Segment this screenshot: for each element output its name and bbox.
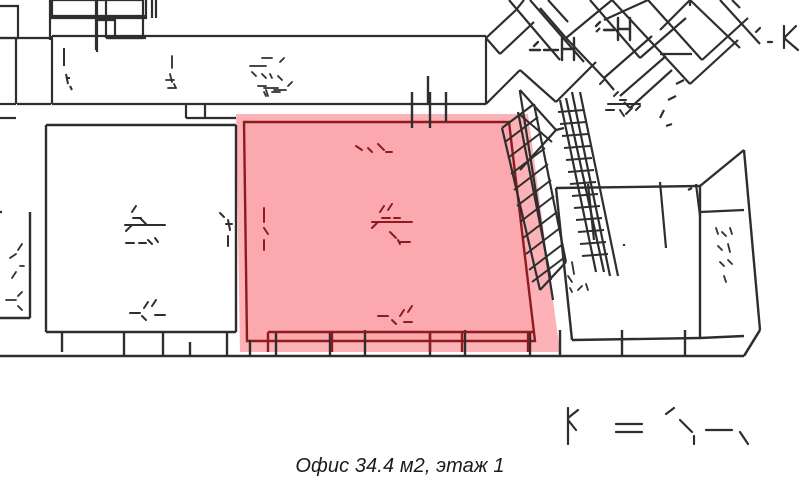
stair-label-fragments	[599, 79, 641, 117]
corridor-label-fragments	[165, 55, 285, 97]
letter-h-fragments-right	[594, 16, 632, 42]
upper-right-rooms	[539, 0, 761, 246]
upper-right-angled-block	[485, 0, 597, 105]
right-corridor-label-fragments	[257, 81, 293, 97]
letter-k-fragment	[754, 24, 800, 52]
far-left-wall-stub	[0, 210, 32, 320]
top-left-room-box	[50, 0, 158, 52]
letter-h-fragments-left	[528, 36, 576, 62]
highlight-top-mullions	[410, 76, 448, 128]
top-corridor-marks	[63, 48, 73, 91]
stair-run-left-stringer	[516, 91, 555, 301]
highlight-bottom-inner-wall	[266, 330, 534, 352]
far-right-upper-walls	[659, 0, 741, 128]
bottom-window-mullions	[60, 330, 687, 356]
stair-run-right-rail	[570, 91, 620, 277]
far-left-label-fragments	[5, 243, 25, 311]
right-room-label-fragments	[567, 227, 733, 293]
top-corridor	[0, 34, 488, 106]
highlight-unit-group[interactable]	[236, 114, 560, 352]
left-large-room	[44, 123, 238, 334]
bottom-right-glyph-fragments	[566, 406, 750, 446]
highlight-left-marks	[263, 207, 269, 251]
upper-right-room-verticals	[595, 0, 691, 109]
right-room-inner-lines	[586, 181, 745, 249]
mid-small-boxes	[0, 104, 236, 120]
left-room-label-fragments	[124, 205, 233, 321]
highlight-interior-marks	[355, 143, 413, 325]
